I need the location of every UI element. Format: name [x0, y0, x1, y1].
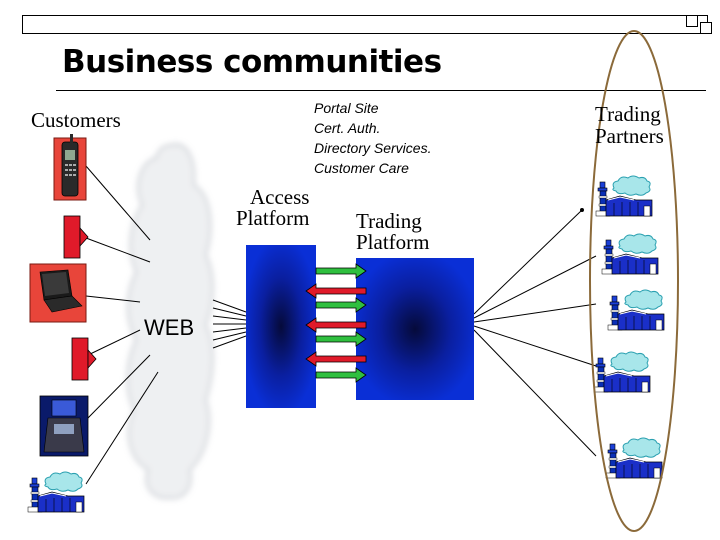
platform-arrows	[305, 263, 367, 383]
slide-top-bar	[22, 15, 712, 34]
factory-icon	[593, 351, 651, 393]
trading-partners-label: Trading Partners	[595, 103, 664, 147]
factory-icon	[605, 437, 663, 479]
trading-platform-box	[356, 258, 474, 400]
web-label: WEB	[144, 315, 195, 340]
slide-corner-square	[700, 22, 712, 34]
partner-links	[473, 208, 597, 457]
portal-service-item: Directory Services.	[314, 140, 432, 156]
web-access-links	[212, 299, 247, 349]
factory-icon	[27, 471, 85, 513]
red-arrow-icon	[71, 337, 97, 381]
portal-service-item: Cert. Auth.	[314, 120, 381, 136]
portal-services-list: Portal Site Cert. Auth. Directory Servic…	[314, 98, 431, 178]
label-line: Platform	[236, 206, 310, 230]
factory-icon	[595, 175, 653, 217]
label-line: Access	[250, 185, 310, 209]
label-line: Trading	[595, 102, 661, 126]
slide-corner-square	[686, 15, 698, 27]
red-arrow-icon	[63, 215, 89, 259]
portal-service-item: Customer Care	[314, 160, 409, 176]
partners-ellipse	[589, 30, 679, 532]
laptop-icon	[29, 263, 87, 323]
access-platform-label: Access Platform	[236, 187, 310, 229]
slide-title: Business communities	[62, 44, 442, 80]
customer-links	[85, 165, 159, 485]
label-line: Platform	[356, 230, 430, 254]
access-platform-box	[246, 245, 316, 408]
web-cloud	[126, 143, 214, 499]
title-underline	[56, 90, 706, 91]
customers-label: Customers	[31, 108, 121, 132]
mobile-phone-icon	[53, 134, 87, 201]
label-line: Partners	[595, 124, 664, 148]
factory-icon	[607, 289, 665, 331]
kiosk-icon	[39, 395, 89, 457]
portal-service-item: Portal Site	[314, 100, 379, 116]
factory-icon	[601, 233, 659, 275]
trading-platform-label: Trading Platform	[356, 211, 430, 253]
label-line: Trading	[356, 209, 422, 233]
